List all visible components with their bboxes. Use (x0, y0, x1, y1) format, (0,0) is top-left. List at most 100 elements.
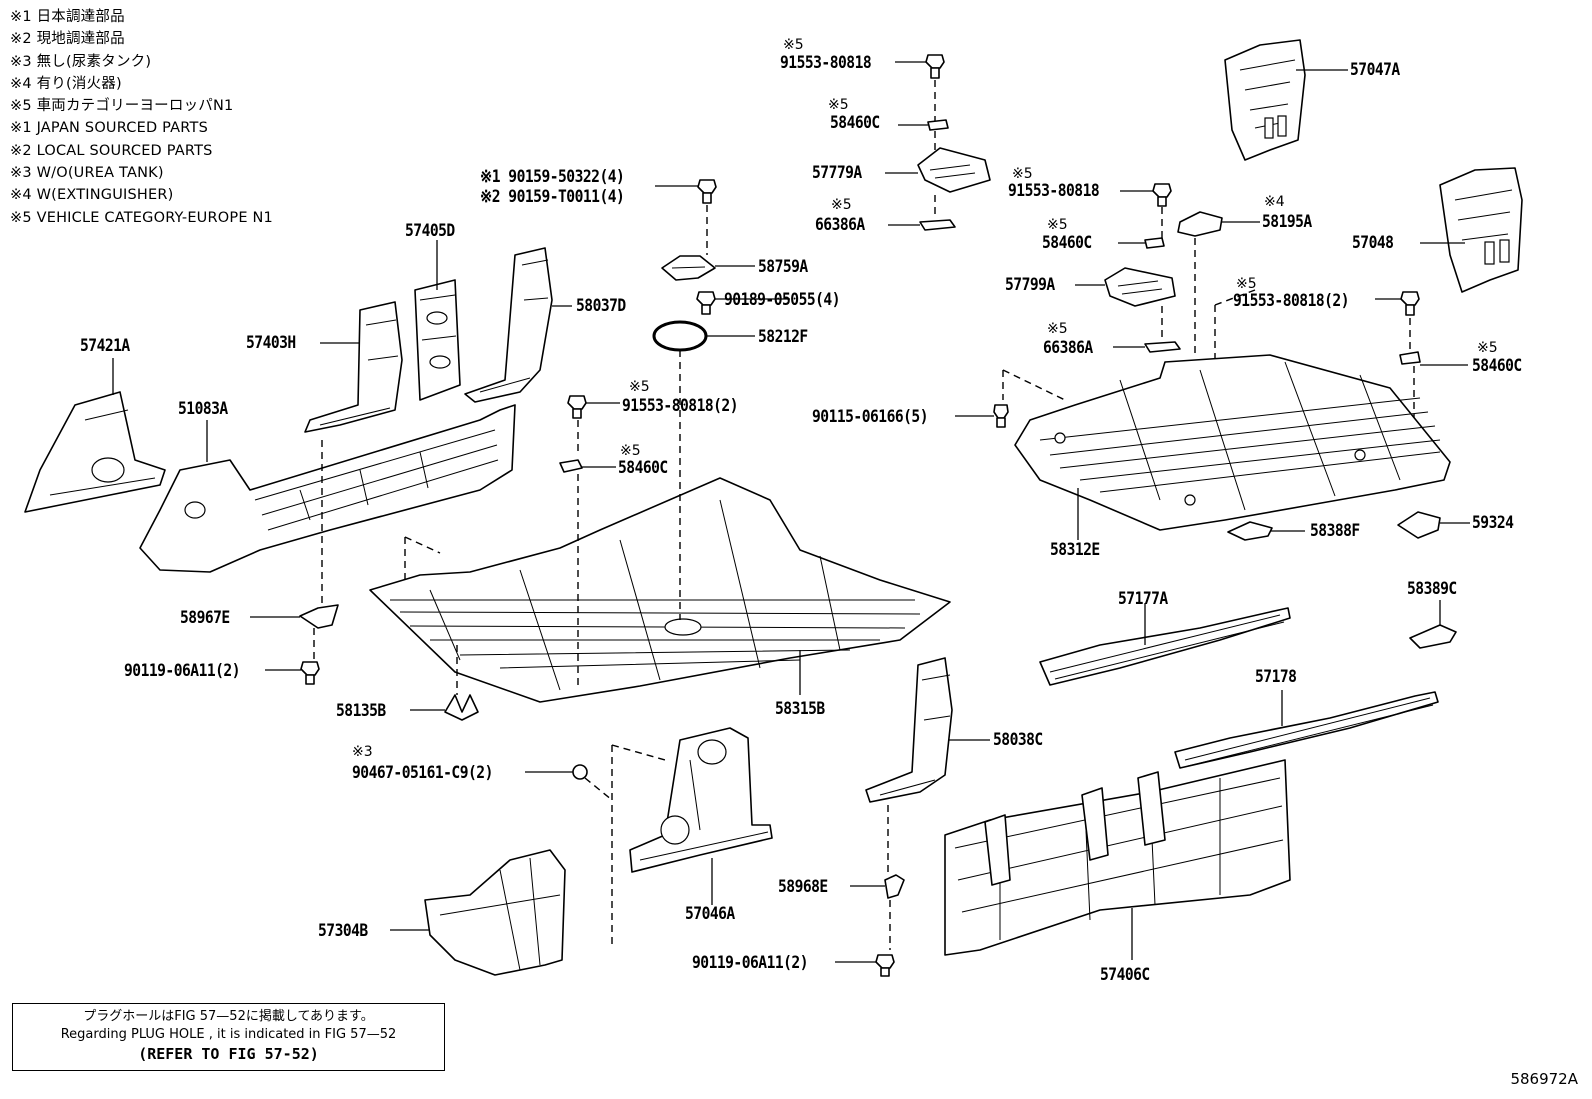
note-mark-5: ※5 (1477, 340, 1498, 356)
label-90467: 90467-05161-C9(2) (352, 763, 493, 783)
label-57178: 57178 (1255, 667, 1297, 687)
label-58759A: 58759A (758, 257, 808, 277)
nut-58460C-center (559, 459, 616, 690)
legend-line: ※5 VEHICLE CATEGORY-EUROPE N1 (10, 209, 273, 226)
note-english: Regarding PLUG HOLE , it is indicated in… (60, 1027, 397, 1042)
pillar-57403H (304, 301, 403, 433)
label-90119-left: 90119-06A11(2) (124, 661, 241, 681)
bracket-58967E (250, 604, 339, 660)
bolt-90119-left (265, 661, 320, 685)
note-mark-3: ※3 (352, 744, 373, 760)
legend-line: ※3 無し(尿素タンク) (10, 53, 152, 70)
label-58460C-right: 58460C (1472, 356, 1522, 376)
label-58388F: 58388F (1310, 521, 1360, 541)
legend-line: ※4 W(EXTINGUISHER) (10, 187, 174, 204)
label-58389C: 58389C (1407, 579, 1457, 599)
panel-57304B (390, 849, 566, 976)
bracket-58135B (410, 645, 479, 721)
label-58968E: 58968E (778, 877, 828, 897)
bolt-90159 (655, 179, 717, 255)
label-58037D: 58037D (576, 296, 626, 316)
label-91553-right: 91553-80818(2) (1233, 291, 1350, 311)
legend: ※1 日本調達部品 ※2 現地調達部品 ※3 無し(尿素タンク) ※4 有り(消… (10, 6, 350, 229)
label-57046A: 57046A (685, 904, 735, 924)
label-90119-right: 90119-06A11(2) (692, 953, 809, 973)
pillar-57405D (414, 240, 461, 401)
pillar-58037D (464, 247, 572, 403)
note-mark-5: ※5 (629, 379, 650, 395)
panel-57046A (629, 727, 773, 905)
bolt-91553-center (567, 395, 620, 455)
bolt-91553-top (895, 54, 945, 125)
bolt-90119-right (835, 954, 895, 977)
pad-59324 (1397, 511, 1470, 539)
panel-57047A (1224, 39, 1348, 161)
legend-line: ※1 JAPAN SOURCED PARTS (10, 120, 208, 137)
legend-line: ※2 LOCAL SOURCED PARTS (10, 142, 213, 159)
label-58135B: 58135B (336, 701, 386, 721)
label-91553-top: 91553-80818 (780, 53, 872, 73)
label-58315B: 58315B (775, 699, 825, 719)
member-51083A (139, 404, 516, 605)
note-mark-5: ※5 (1047, 321, 1068, 337)
label-57403H: 57403H (246, 333, 296, 353)
plug-hole-note: プラグホールはFIG 57—52に掲載してあります。 Regarding PLU… (12, 1003, 445, 1071)
bolt-91553-right (1375, 291, 1420, 355)
panel-57048 (1420, 167, 1523, 293)
clip-66386A-top (888, 219, 956, 231)
pad-58388F (1227, 521, 1305, 541)
label-57779A: 57779A (812, 163, 862, 183)
label-57048: 57048 (1352, 233, 1394, 253)
figure-code: 586972A (1510, 1070, 1578, 1088)
label-90159-local: ※2 90159-T0011(4) (480, 187, 625, 207)
label-58460C-mid: 58460C (1042, 233, 1092, 253)
label-59324: 59324 (1472, 513, 1514, 533)
label-57405D: 57405D (405, 221, 455, 241)
note-japanese: プラグホールはFIG 57—52に掲載してあります。 (83, 1009, 374, 1024)
label-66386A-top: 66386A (815, 215, 865, 235)
label-57406C: 57406C (1100, 965, 1150, 985)
label-57799A: 57799A (1005, 275, 1055, 295)
note-mark-5: ※5 (828, 97, 849, 113)
label-57047A: 57047A (1350, 60, 1400, 80)
clip-66386A-mid (1113, 341, 1181, 353)
note-mark-5: ※5 (831, 197, 852, 213)
side-panel-57406C (944, 759, 1291, 960)
legend-line: ※1 日本調達部品 (10, 9, 125, 25)
bracket-58968E (850, 874, 905, 950)
bracket-57779A (885, 147, 991, 218)
label-90159-jp: ※1 90159-50322(4) (480, 167, 625, 187)
cover-58759A (661, 255, 755, 281)
screw-90115 (955, 404, 1009, 428)
label-57304B: 57304B (318, 921, 368, 941)
floor-58315B (369, 477, 951, 703)
bolt-91553-mid (1120, 183, 1172, 238)
label-58312E: 58312E (1050, 540, 1100, 560)
label-58460C-top: 58460C (830, 113, 880, 133)
note-mark-5: ※5 (1047, 217, 1068, 233)
clip-90467 (525, 744, 666, 945)
note-mark-5: ※5 (1236, 276, 1257, 292)
label-91553-mid: 91553-80818 (1008, 181, 1100, 201)
legend-line: ※3 W/O(UREA TANK) (10, 165, 164, 182)
label-90115: 90115-06166(5) (812, 407, 929, 427)
nut-58460C-top (898, 119, 949, 150)
note-mark-5: ※5 (1012, 166, 1033, 182)
pillar-58038C (865, 657, 990, 875)
note-mark-5: ※5 (620, 443, 641, 459)
bracket-58195A (1177, 211, 1260, 355)
label-51083A: 51083A (178, 399, 228, 419)
legend-line: ※4 有り(消火器) (10, 75, 122, 92)
legend-line: ※5 車両カテゴリーヨーロッパN1 (10, 98, 234, 115)
pad-58389C (1409, 600, 1457, 649)
label-58460C-center: 58460C (618, 458, 668, 478)
bolt-90189 (696, 291, 790, 315)
pillar-57421A (24, 358, 166, 513)
gasket-58212F (652, 320, 755, 620)
note-mark-4: ※4 (1264, 194, 1285, 210)
label-57177A: 57177A (1118, 589, 1168, 609)
note-mark-5: ※5 (783, 37, 804, 53)
member-57177A (1039, 603, 1291, 686)
bracket-57799A (1075, 267, 1176, 340)
